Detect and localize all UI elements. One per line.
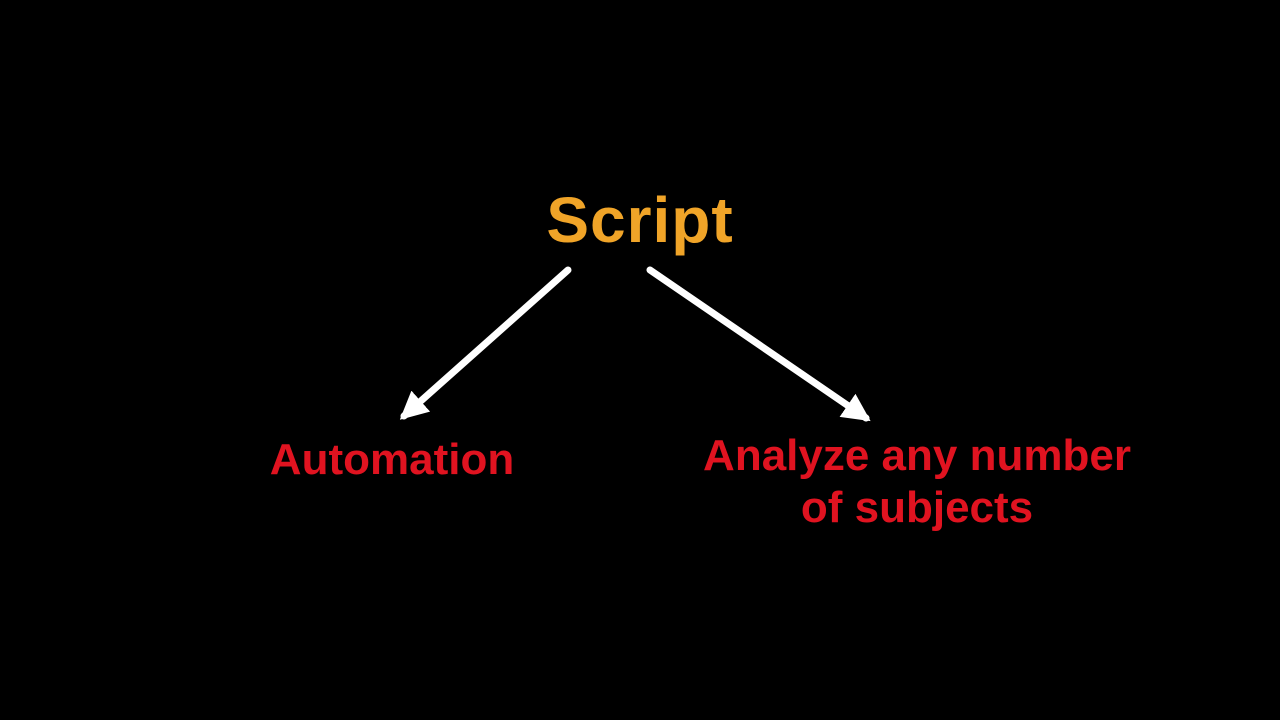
branch-node-analyze-line-1: Analyze any number bbox=[703, 431, 1131, 480]
right-branch-arrow-icon bbox=[646, 266, 871, 422]
branch-node-automation: Automation bbox=[269, 435, 515, 484]
branch-node-analyze-line-2: of subjects bbox=[800, 482, 1034, 532]
left-branch-arrow-icon bbox=[399, 266, 572, 420]
branch-node-analyze-subjects: Analyze any number of subjects bbox=[672, 430, 1162, 534]
root-node-label: Script bbox=[546, 184, 734, 256]
